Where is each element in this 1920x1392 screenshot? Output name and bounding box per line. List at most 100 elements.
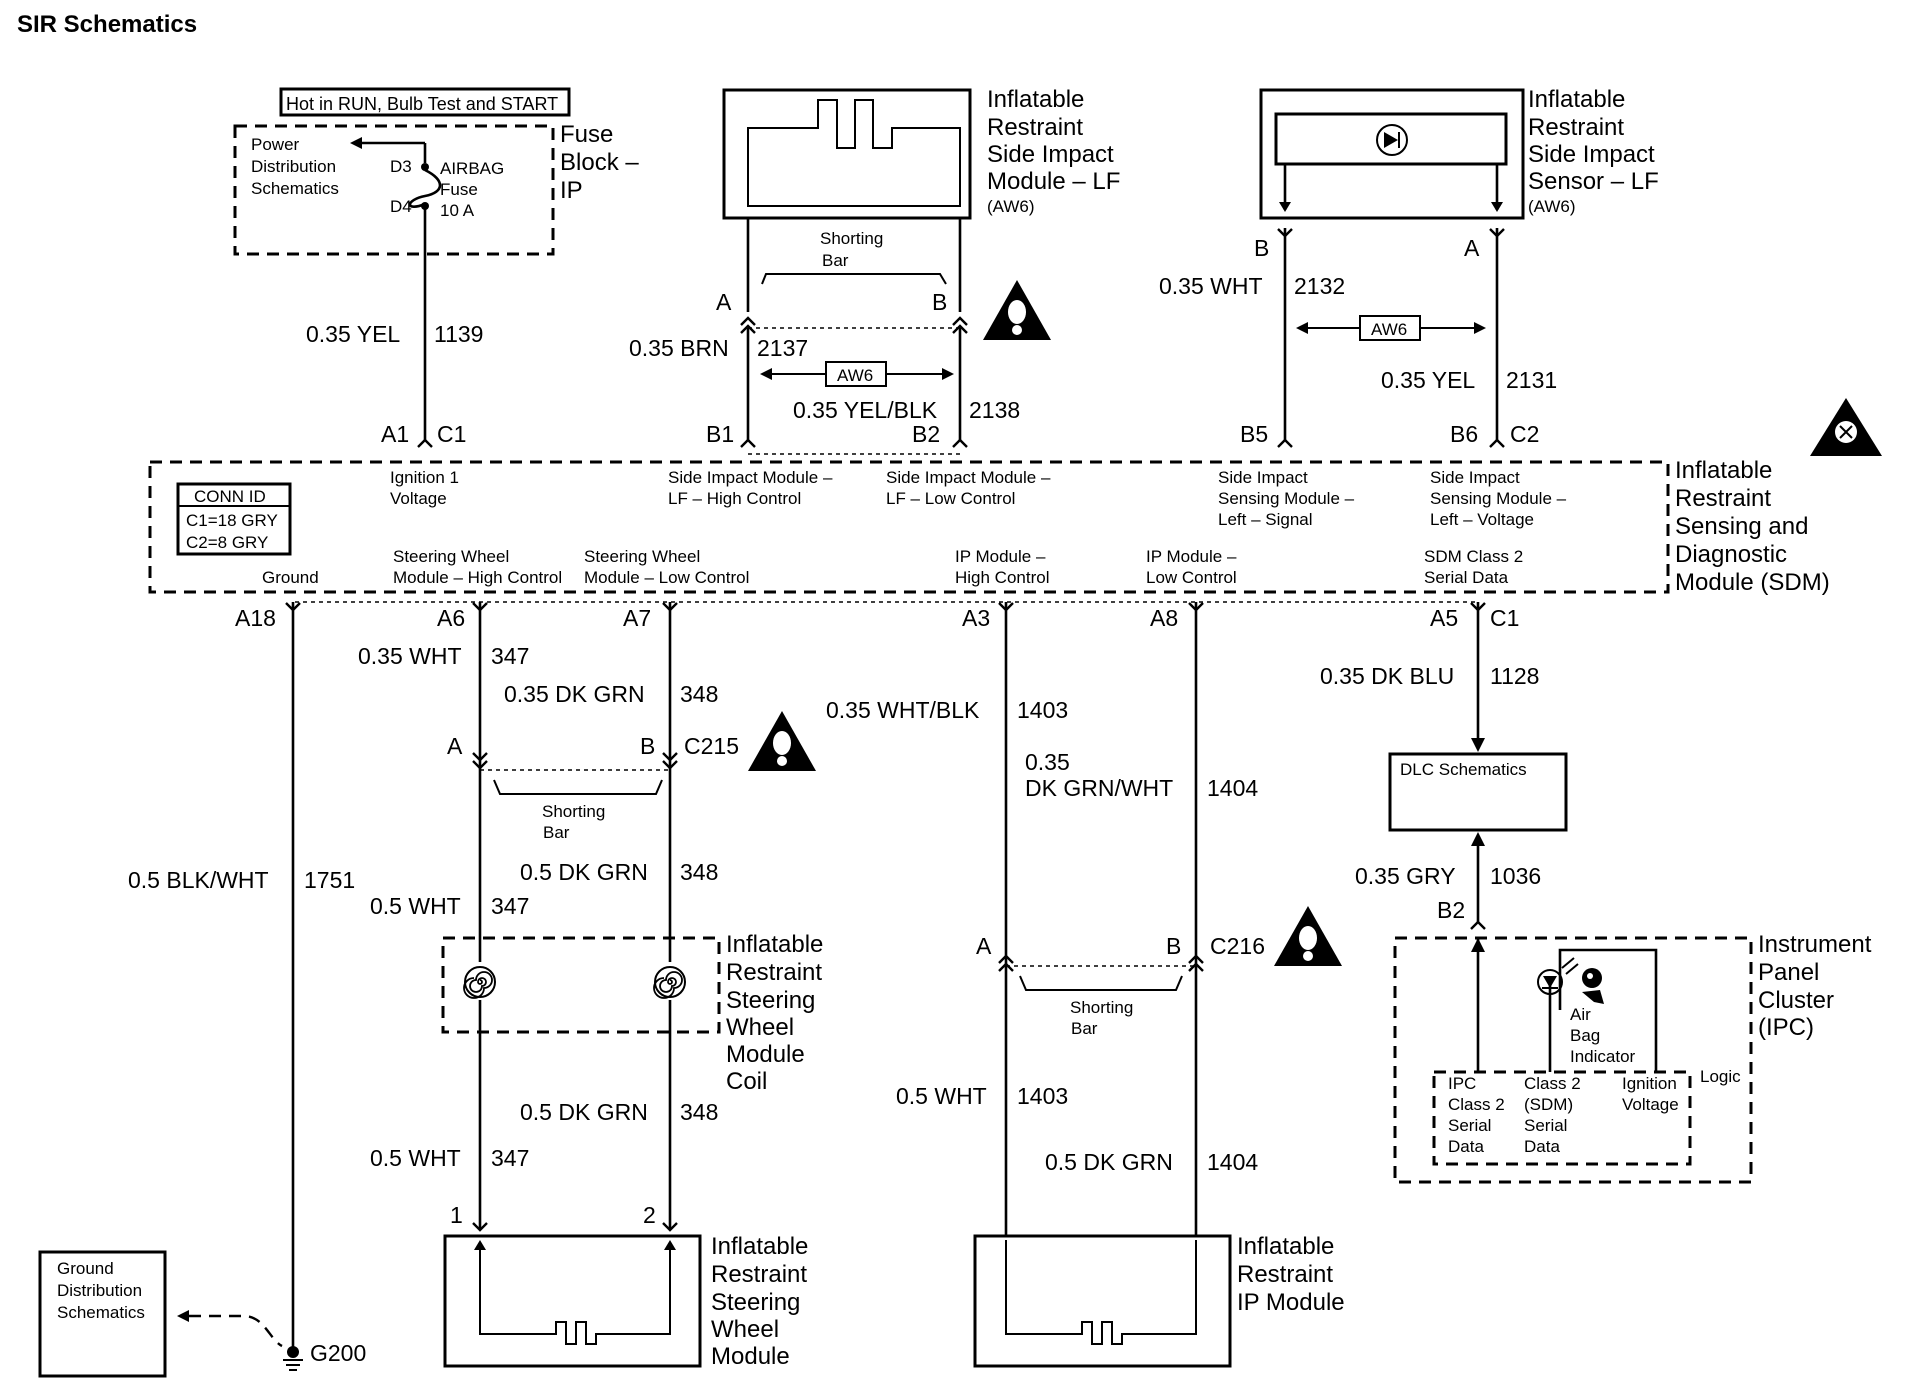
c215-shorting-bar-1: Shorting bbox=[542, 802, 605, 821]
sdm-label-ip-low-2: Low Control bbox=[1146, 568, 1237, 587]
sdm-label-sw-low-1: Steering Wheel bbox=[584, 547, 700, 566]
side-pin-b: B bbox=[932, 289, 947, 315]
warning-icon-c215 bbox=[748, 711, 816, 771]
sensor-name-2: Restraint bbox=[1528, 114, 1624, 141]
sdm-name-5: Module (SDM) bbox=[1675, 569, 1830, 596]
wire-348b-gauge: 0.5 DK GRN bbox=[520, 859, 648, 885]
indicator-lamp-icon bbox=[1537, 957, 1579, 995]
wire-1139-circuit: 1139 bbox=[434, 321, 483, 347]
fuse-block-outline bbox=[233, 124, 555, 256]
sdm-label-ground: Ground bbox=[262, 568, 319, 587]
sensor-icon bbox=[1376, 124, 1408, 156]
conn-id-box bbox=[176, 482, 292, 556]
power-dist-label-3: Schematics bbox=[251, 179, 339, 198]
sw-module-name-5: Module bbox=[711, 1343, 790, 1370]
side-module-name-1: Inflatable bbox=[987, 86, 1084, 113]
wire-1404b-circuit: 1404 bbox=[1207, 1149, 1258, 1175]
sensor-aw6-badge: AW6 bbox=[1371, 320, 1407, 339]
sw-pin-2: 2 bbox=[643, 1202, 656, 1228]
sdm-pin-b2: B2 bbox=[912, 421, 940, 447]
sensor-name-3: Side Impact bbox=[1528, 141, 1655, 168]
sdm-pin-a8: A8 bbox=[1150, 605, 1178, 631]
ipc-class2-3: Serial bbox=[1448, 1116, 1491, 1135]
conn-id-c1: C1=18 GRY bbox=[186, 511, 278, 530]
side-module-name-2: Restraint bbox=[987, 114, 1083, 141]
c216-name: C216 bbox=[1210, 933, 1265, 959]
sdm-label-sense-volt-1: Side Impact bbox=[1430, 468, 1520, 487]
esd-icon bbox=[1810, 398, 1882, 456]
ipc-class2-1: IPC bbox=[1448, 1074, 1476, 1093]
sensor-name-1: Inflatable bbox=[1528, 86, 1625, 113]
sdm-label-sw-high-1: Steering Wheel bbox=[393, 547, 509, 566]
wire-348c-gauge: 0.5 DK GRN bbox=[520, 1099, 648, 1125]
ipc-class2-4: Data bbox=[1448, 1137, 1484, 1156]
sdm-pin-c1-top: C1 bbox=[437, 421, 466, 447]
wire-2137-circuit: 2137 bbox=[757, 335, 808, 361]
wire-2132-circuit: 2132 bbox=[1294, 273, 1345, 299]
wire-1404a-gauge-2: DK GRN/WHT bbox=[1025, 775, 1173, 801]
sdm-pin-a7: A7 bbox=[623, 605, 651, 631]
sdm-label-sw-high-2: Module – High Control bbox=[393, 568, 562, 587]
wire-1404a-gauge-1: 0.35 bbox=[1025, 749, 1070, 775]
ground-dist-3: Schematics bbox=[57, 1303, 145, 1322]
ipc-indicator-1: Air bbox=[1570, 1005, 1591, 1024]
coil-name-5: Module bbox=[726, 1041, 805, 1068]
wire-347a-gauge: 0.35 WHT bbox=[358, 643, 462, 669]
sdm-label-side-low-1: Side Impact Module – bbox=[886, 468, 1051, 487]
sensor-pin-a: A bbox=[1464, 235, 1480, 261]
sdm-module: Inflatable Restraint Sensing and Diagnos… bbox=[148, 457, 1830, 631]
c215-pin-b: B bbox=[640, 733, 655, 759]
wire-2132-gauge: 0.35 WHT bbox=[1159, 273, 1263, 299]
side-module-name-4: Module – LF bbox=[987, 168, 1120, 195]
wire-1751-circuit: 1751 bbox=[304, 867, 355, 893]
coil-name-1: Inflatable bbox=[726, 931, 823, 958]
wire-347b-gauge: 0.5 WHT bbox=[370, 893, 461, 919]
ipc-name-1: Instrument bbox=[1758, 931, 1872, 958]
sdm-label-sense-signal-3: Left – Signal bbox=[1218, 510, 1313, 529]
side-shorting-bar-2: Bar bbox=[822, 251, 849, 270]
wire-348a-gauge: 0.35 DK GRN bbox=[504, 681, 645, 707]
fuse-pin-d3: D3 bbox=[390, 157, 412, 176]
arrow-left-icon bbox=[350, 137, 362, 149]
ground-dist-2: Distribution bbox=[57, 1281, 142, 1300]
ip-module-name-3: IP Module bbox=[1237, 1289, 1345, 1316]
sdm-label-ip-high-1: IP Module – bbox=[955, 547, 1046, 566]
sdm-label-sense-signal-1: Side Impact bbox=[1218, 468, 1308, 487]
dlc-box bbox=[1388, 752, 1568, 832]
ground-dist-box bbox=[38, 1250, 167, 1378]
fuse-block-name-3: IP bbox=[560, 177, 583, 204]
page-title: SIR Schematics bbox=[17, 11, 198, 38]
airbag-person-icon bbox=[1582, 968, 1604, 1004]
sdm-label-ip-low-1: IP Module – bbox=[1146, 547, 1237, 566]
c216-pin-a: A bbox=[976, 933, 992, 959]
wire-2138-gauge: 0.35 YEL/BLK bbox=[793, 397, 938, 423]
ipc-indicator-2: Bag bbox=[1570, 1026, 1600, 1045]
ground-ref-arrow-icon bbox=[177, 1310, 189, 1322]
conn-id-c2: C2=8 GRY bbox=[186, 533, 268, 552]
wire-2131-gauge: 0.35 YEL bbox=[1381, 367, 1475, 393]
sdm-label-sw-low-2: Module – Low Control bbox=[584, 568, 749, 587]
conn-id-title: CONN ID bbox=[194, 487, 266, 506]
ip-module-outline bbox=[973, 1234, 1232, 1368]
coil-name-3: Steering bbox=[726, 987, 815, 1014]
wire-1036-gauge: 0.35 GRY bbox=[1355, 863, 1456, 889]
coil-name-4: Wheel bbox=[726, 1014, 794, 1041]
side-impact-sensor: Inflatable Restraint Side Impact Sensor … bbox=[1159, 86, 1882, 456]
wire-1036-circuit: 1036 bbox=[1490, 863, 1541, 889]
sdm-label-side-low-2: LF – Low Control bbox=[886, 489, 1015, 508]
ipc-sdm-class2-1: Class 2 bbox=[1524, 1074, 1581, 1093]
ip-module-name-2: Restraint bbox=[1237, 1261, 1333, 1288]
side-impact-module: Inflatable Restraint Side Impact Module … bbox=[629, 86, 1120, 455]
sensor-option: (AW6) bbox=[1528, 197, 1576, 216]
warning-icon-c216 bbox=[1274, 906, 1342, 966]
sdm-name-2: Restraint bbox=[1675, 485, 1771, 512]
wire-1403a-gauge: 0.35 WHT/BLK bbox=[826, 697, 980, 723]
c215-shorting-bar-2: Bar bbox=[543, 823, 570, 842]
sdm-name-1: Inflatable bbox=[1675, 457, 1772, 484]
wire-347c-gauge: 0.5 WHT bbox=[370, 1145, 461, 1171]
sdm-pin-a1: A1 bbox=[381, 421, 409, 447]
sdm-pin-a18: A18 bbox=[235, 605, 276, 631]
warning-icon-side bbox=[983, 280, 1051, 340]
lower-wiring: 0.5 BLK/WHT 1751 G200 0.35 WHT 347 0.35 … bbox=[38, 601, 1872, 1378]
ipc-sdm-class2-2: (SDM) bbox=[1524, 1095, 1573, 1114]
